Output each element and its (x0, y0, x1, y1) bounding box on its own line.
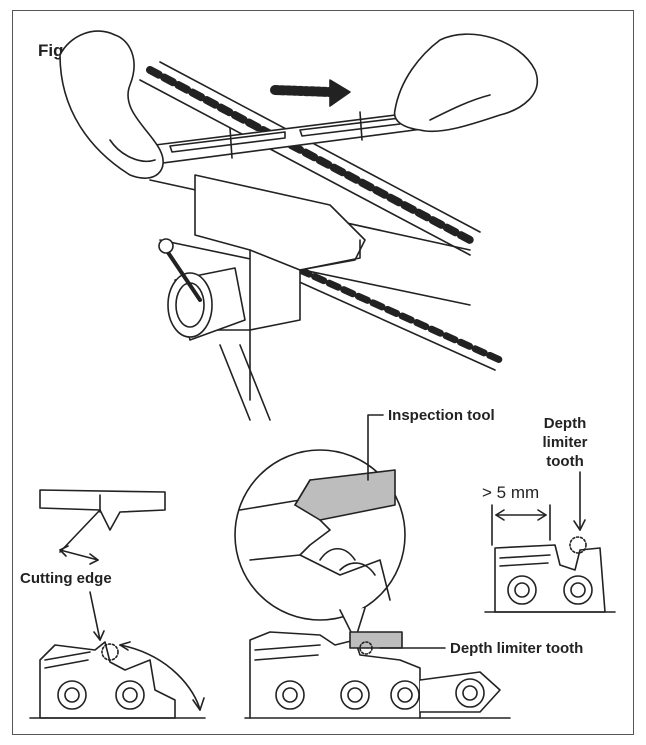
inspection-magnifier (234, 449, 406, 641)
chain-upper-run (139, 61, 481, 256)
depth-limiter-label-line2: limiter (542, 434, 587, 451)
inspection-tool-label: Inspection tool (388, 407, 495, 424)
right-hand (393, 33, 538, 133)
cutter-tooth-left (29, 641, 206, 719)
depth-limiter-right-pointer-head (573, 519, 586, 531)
chain-with-tool (244, 631, 511, 719)
cutting-edge-label: Cutting edge (20, 570, 112, 587)
depth-limiter-label-line3: tooth (546, 453, 583, 470)
distance-dimension (491, 504, 551, 546)
inspection-tool-pointer (367, 414, 384, 481)
depth-limiter-bottom-label: Depth limiter tooth (450, 640, 583, 657)
chain-lower-run (294, 266, 504, 371)
depth-limiter-label-line1: Depth (544, 415, 587, 432)
cutting-edge-pointer-head (93, 630, 105, 641)
cutting-edge-pointer (89, 591, 101, 641)
cutter-tooth-right (484, 536, 616, 613)
left-hand (59, 30, 164, 179)
distance-label: > 5 mm (482, 483, 539, 502)
cutter-side-view (39, 489, 166, 565)
figure-frame (12, 10, 634, 735)
file-gauge (114, 111, 431, 169)
vise (158, 174, 366, 421)
push-direction-arrow (270, 79, 351, 107)
